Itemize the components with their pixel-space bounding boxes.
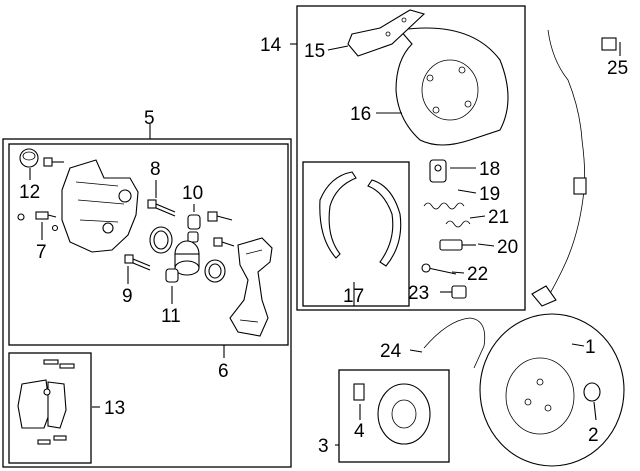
guide-pin-9: [124, 254, 151, 271]
callout-4: 4: [354, 421, 365, 442]
callout-21: 21: [488, 207, 509, 228]
callout-18: 18: [479, 159, 500, 180]
callout-labels: 1 2 3 4 5 6 7 8 9 10 11 12 13 14 15 16 1…: [19, 35, 628, 457]
boot-10: [187, 214, 201, 243]
small-bolt-7: [17, 211, 59, 232]
caliper-housing: [229, 237, 273, 337]
bolt-9b: [213, 237, 235, 247]
piston-seal: [204, 259, 226, 283]
callout-11: 11: [161, 306, 181, 327]
callout-10: 10: [182, 183, 203, 204]
callout-22: 22: [467, 264, 488, 285]
callout-16: 16: [350, 104, 371, 125]
pin-22: [421, 263, 457, 275]
pin-boot-11: [165, 268, 179, 283]
bleeder-screw: [43, 157, 64, 167]
backing-plate-box: [296, 5, 526, 311]
callout-2: 2: [588, 425, 599, 446]
dust-cap: [583, 382, 601, 402]
callout-23: 23: [408, 283, 429, 304]
brake-rotor: [479, 313, 625, 467]
callout-3: 3: [318, 436, 329, 457]
brake-pad-set: [17, 359, 75, 445]
guide-pin-8: [147, 199, 176, 217]
callout-24: 24: [380, 341, 402, 362]
backing-plate: [395, 27, 509, 146]
seal-ring: [149, 226, 173, 254]
brake-hose-24: [423, 317, 486, 369]
shield-bracket: [347, 9, 426, 57]
leader-lines: [29, 42, 621, 446]
wheel-hub: [353, 383, 431, 445]
adjuster-18: [429, 159, 447, 183]
spring-21: [445, 220, 471, 228]
callout-5: 5: [144, 108, 155, 129]
callout-20: 20: [497, 237, 518, 258]
adjuster-20: [439, 239, 476, 251]
bleeder-cap: [19, 148, 39, 168]
callout-15: 15: [304, 41, 325, 62]
piston: [174, 240, 200, 276]
callout-12: 12: [19, 182, 40, 203]
callout-8: 8: [150, 159, 161, 180]
bolt-10b: [207, 211, 233, 222]
callout-14: 14: [260, 35, 282, 56]
callout-7: 7: [36, 242, 47, 263]
spring-23: [451, 285, 467, 299]
abs-sensor-cable: [531, 29, 617, 307]
caliper-assembly-box: [2, 138, 292, 468]
brake-shoes: [319, 171, 402, 267]
callout-6: 6: [218, 361, 229, 382]
callout-19: 19: [479, 184, 500, 205]
callout-13: 13: [104, 398, 125, 419]
caliper-bracket: [61, 159, 139, 253]
callout-25: 25: [607, 58, 628, 79]
callout-9: 9: [122, 286, 133, 307]
callout-17: 17: [343, 286, 364, 307]
callout-1: 1: [585, 337, 596, 358]
spring-19: [423, 202, 465, 210]
hub-box: [338, 369, 450, 463]
